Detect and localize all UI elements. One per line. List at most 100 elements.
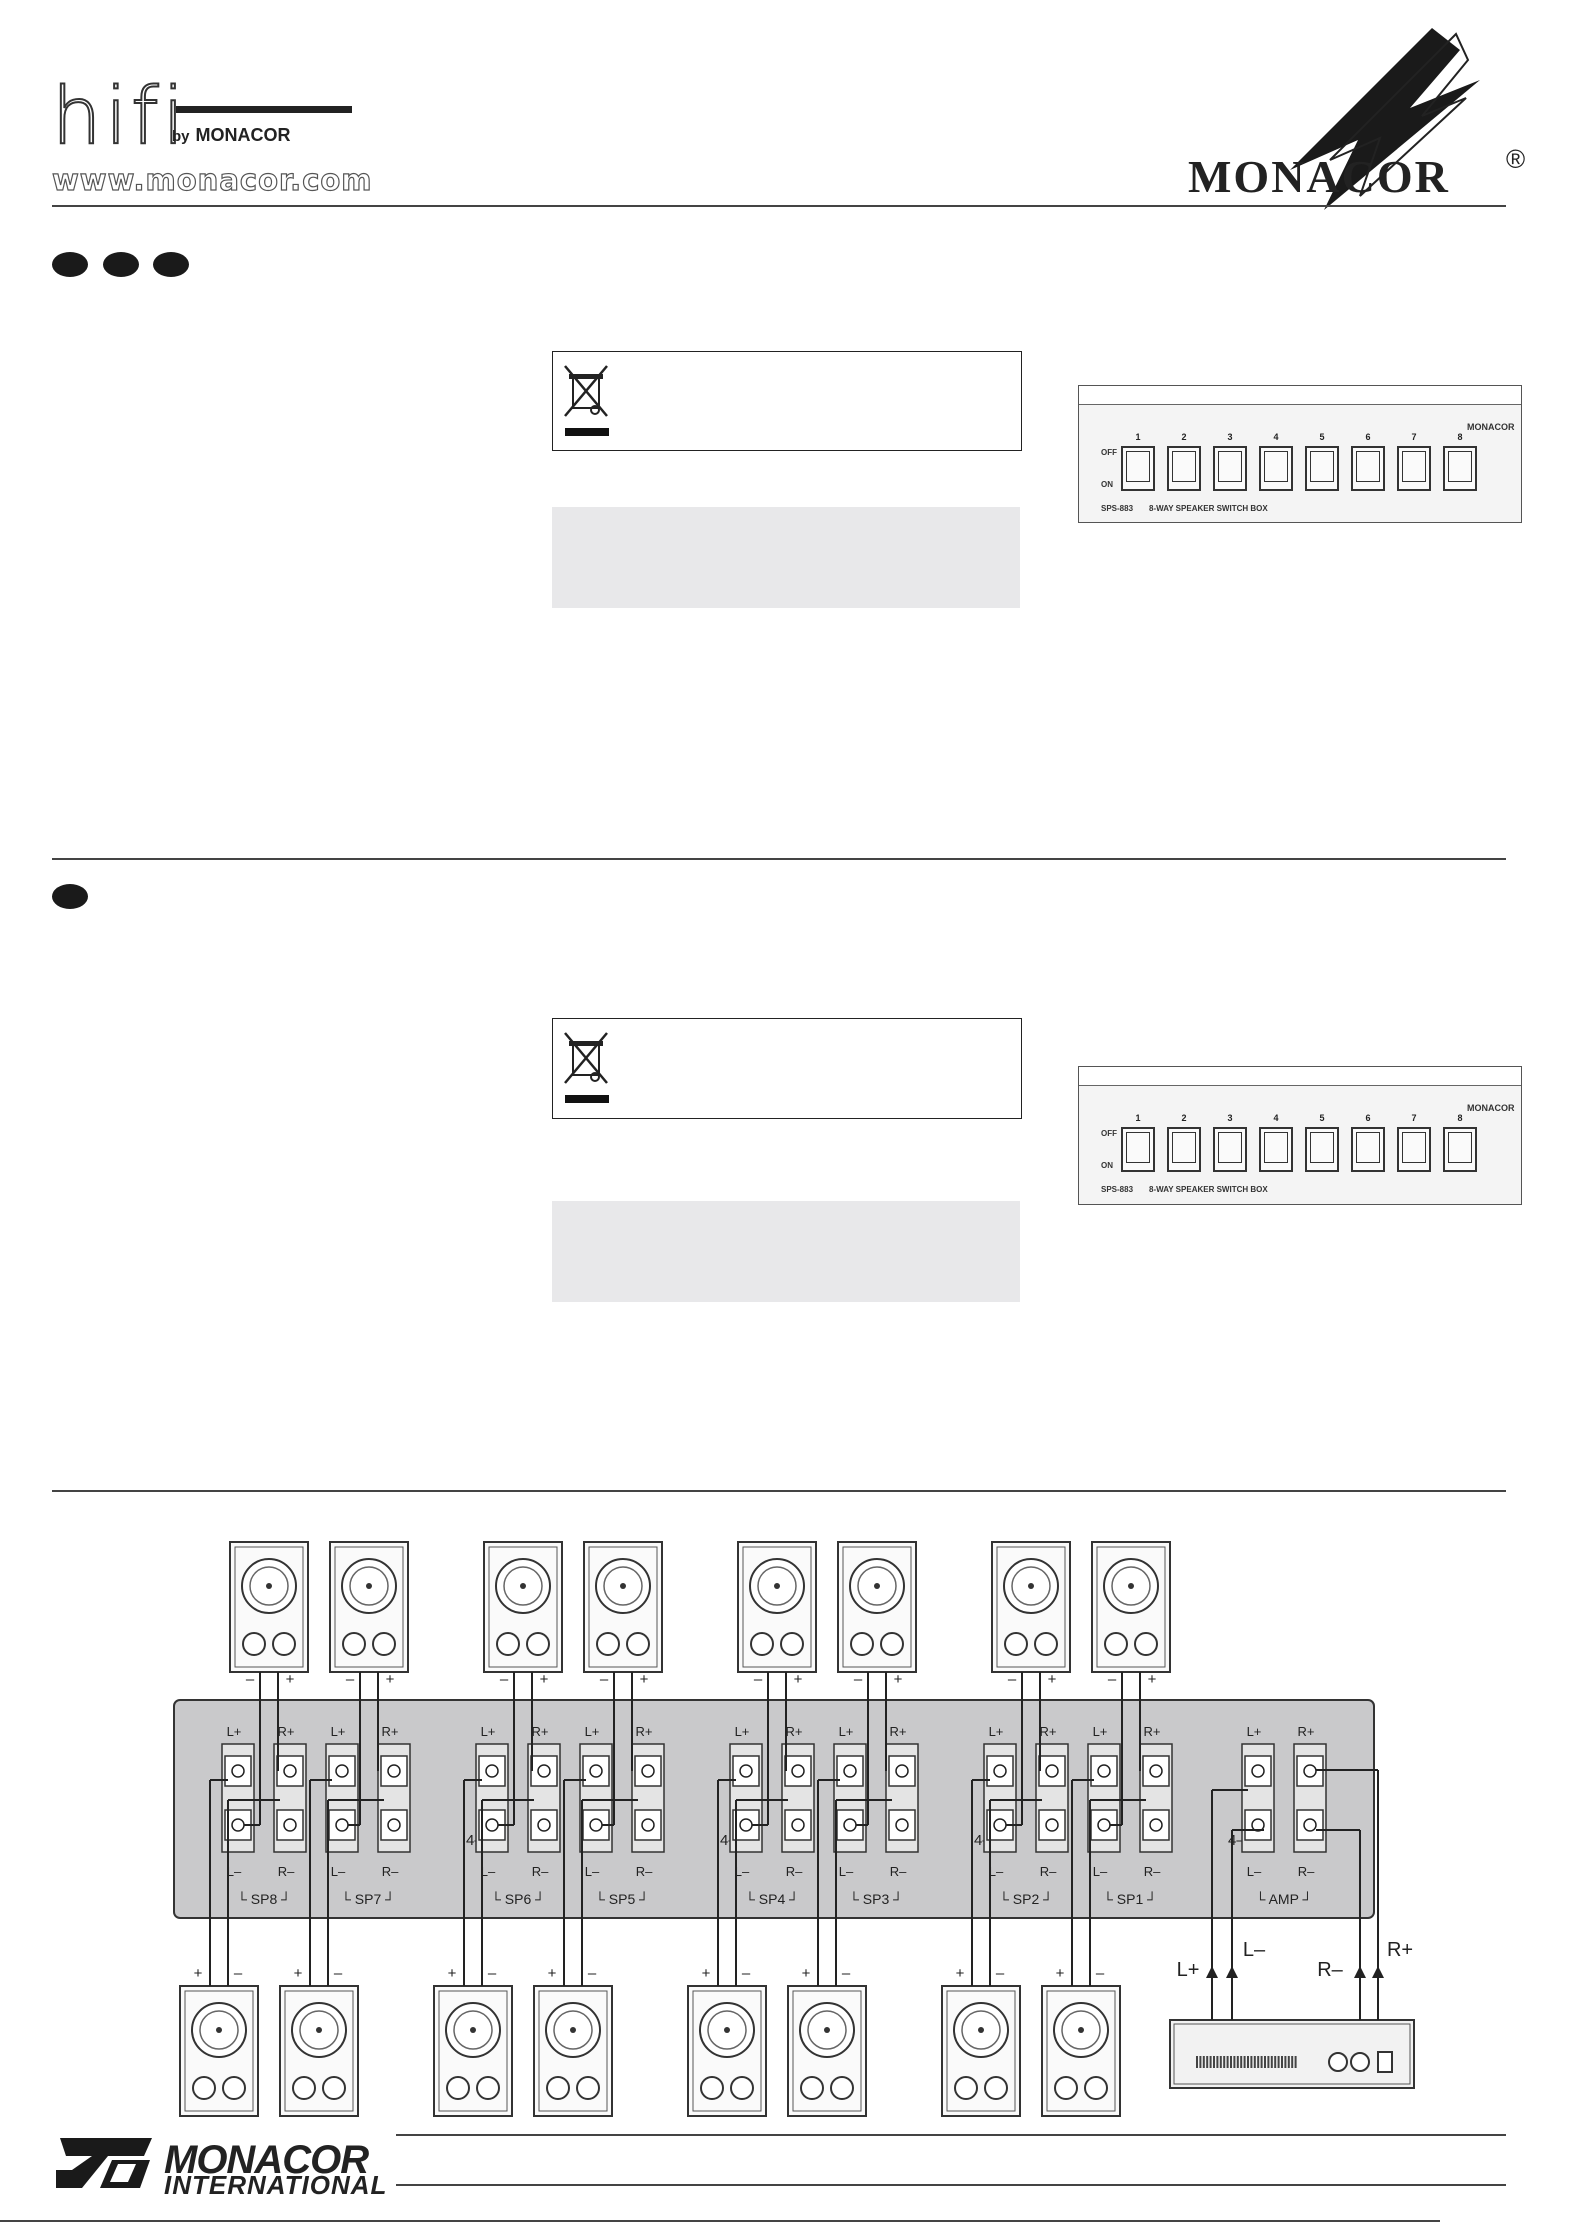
- speaker-switch-1[interactable]: [1121, 1127, 1155, 1172]
- speaker-switch-8[interactable]: [1443, 446, 1477, 491]
- footer-line: [396, 2134, 1506, 2136]
- terminal-post: [833, 1743, 867, 1853]
- lightning-logo-icon: [1290, 28, 1480, 210]
- polarity-label: +: [540, 1671, 549, 1688]
- footer-line: [396, 2184, 1506, 2186]
- terminal-label: L–: [1247, 1864, 1262, 1879]
- speaker-bottom: [279, 1985, 359, 2117]
- terminal-label: L+: [839, 1724, 854, 1739]
- arrow-up-icon: [1226, 1966, 1238, 1978]
- polarity-label: +: [794, 1671, 803, 1688]
- info-box: [552, 1201, 1020, 1302]
- terminal-post: [781, 1743, 815, 1853]
- terminal-label: L–: [331, 1864, 346, 1879]
- terminal-label: R–: [532, 1864, 549, 1879]
- terminal-label: R+: [890, 1724, 907, 1739]
- polarity-label: –: [742, 1965, 751, 1982]
- monacor-brand-logo: MONACOR: [1188, 151, 1450, 202]
- polarity-label: +: [448, 1965, 457, 1982]
- terminal-label: R+: [1040, 1724, 1057, 1739]
- product-label: 8-WAY SPEAKER SWITCH BOX: [1149, 504, 1268, 513]
- speaker-switch-4[interactable]: [1259, 446, 1293, 491]
- terminal-label: R+: [278, 1724, 295, 1739]
- polarity-label: +: [894, 1671, 903, 1688]
- speaker-bottom: [687, 1985, 767, 2117]
- polarity-label: +: [286, 1671, 295, 1688]
- speaker-bottom: [787, 1985, 867, 2117]
- speaker-switch-5[interactable]: [1305, 446, 1339, 491]
- terminal-label: L+: [481, 1724, 496, 1739]
- speaker-switch-3[interactable]: [1213, 1127, 1247, 1172]
- speaker-switch-3[interactable]: [1213, 446, 1247, 491]
- speaker-switch-2[interactable]: [1167, 1127, 1201, 1172]
- terminal-post: [273, 1743, 307, 1853]
- polarity-label: –: [996, 1965, 1005, 1982]
- speaker-top: [991, 1541, 1071, 1673]
- speaker-switch-7[interactable]: [1397, 1127, 1431, 1172]
- off-label: OFF: [1101, 1129, 1117, 1138]
- on-label: ON: [1101, 480, 1113, 489]
- speaker-switch-8[interactable]: [1443, 1127, 1477, 1172]
- polarity-label: +: [1148, 1671, 1157, 1688]
- terminal-label: R+: [786, 1724, 803, 1739]
- language-dot: [153, 252, 189, 277]
- terminal-label: R–: [278, 1864, 295, 1879]
- speaker-switch-1[interactable]: [1121, 446, 1155, 491]
- terminal-label: L+: [735, 1724, 750, 1739]
- speaker-group-label: └ SP3 ┘: [849, 1891, 903, 1907]
- speaker-group-label: └ SP7 ┘: [341, 1891, 395, 1907]
- amp-wire-label: R+: [1387, 1939, 1413, 1961]
- polarity-label: –: [246, 1671, 255, 1688]
- amp-wire-label: L+: [1177, 1959, 1200, 1981]
- speaker-group-label: └ SP1 ┘: [1103, 1891, 1157, 1907]
- polarity-label: –: [854, 1671, 863, 1688]
- terminal-post: [579, 1743, 613, 1853]
- speaker-bottom: [1041, 1985, 1121, 2117]
- terminal-label: L–: [1093, 1864, 1108, 1879]
- terminal-label: L+: [989, 1724, 1004, 1739]
- speaker-switch-4[interactable]: [1259, 1127, 1293, 1172]
- terminal-label: R–: [1298, 1864, 1315, 1879]
- amp-terminal-post: [1293, 1743, 1327, 1853]
- speaker-switch-5[interactable]: [1305, 1127, 1339, 1172]
- polarity-label: +: [640, 1671, 649, 1688]
- website-url[interactable]: www.monacor.com: [51, 162, 373, 197]
- terminal-post: [1087, 1743, 1121, 1853]
- terminal-label: R+: [382, 1724, 399, 1739]
- switch-box-panel: OFF ON SPS-883 8-WAY SPEAKER SWITCH BOX …: [1078, 385, 1522, 523]
- registered-mark: ®: [1506, 144, 1526, 174]
- terminal-label: R+: [1298, 1724, 1315, 1739]
- speaker-top: [837, 1541, 917, 1673]
- speaker-switch-6[interactable]: [1351, 446, 1385, 491]
- speaker-switch-6[interactable]: [1351, 1127, 1385, 1172]
- speaker-switch-7[interactable]: [1397, 446, 1431, 491]
- polarity-label: +: [802, 1965, 811, 1982]
- terminal-label: L–: [585, 1864, 600, 1879]
- terminal-post: [377, 1743, 411, 1853]
- polarity-label: +: [702, 1965, 711, 1982]
- polarity-label: +: [548, 1965, 557, 1982]
- speaker-bottom: [433, 1985, 513, 2117]
- polarity-label: –: [346, 1671, 355, 1688]
- polarity-label: –: [234, 1965, 243, 1982]
- polarity-label: +: [194, 1965, 203, 1982]
- speaker-bottom: [179, 1985, 259, 2117]
- terminal-label: L+: [585, 1724, 600, 1739]
- polarity-label: –: [500, 1671, 509, 1688]
- polarity-label: +: [1048, 1671, 1057, 1688]
- hifi-logo-bar: [176, 106, 352, 113]
- switch-box-panel: OFF ON SPS-883 8-WAY SPEAKER SWITCH BOX …: [1078, 1066, 1522, 1205]
- speaker-top: [329, 1541, 409, 1673]
- footer-logo-sub: INTERNATIONAL: [164, 2170, 388, 2200]
- terminal-post: [475, 1743, 509, 1853]
- speaker-switch-2[interactable]: [1167, 446, 1201, 491]
- terminal-label: R+: [636, 1724, 653, 1739]
- polarity-label: –: [842, 1965, 851, 1982]
- amp-terminal-post: [1241, 1743, 1275, 1853]
- language-dot: [52, 884, 88, 909]
- amp-label: └ AMP ┘: [1256, 1891, 1313, 1907]
- header-divider: [52, 205, 1506, 207]
- speaker-top: [1091, 1541, 1171, 1673]
- terminal-post: [1139, 1743, 1173, 1853]
